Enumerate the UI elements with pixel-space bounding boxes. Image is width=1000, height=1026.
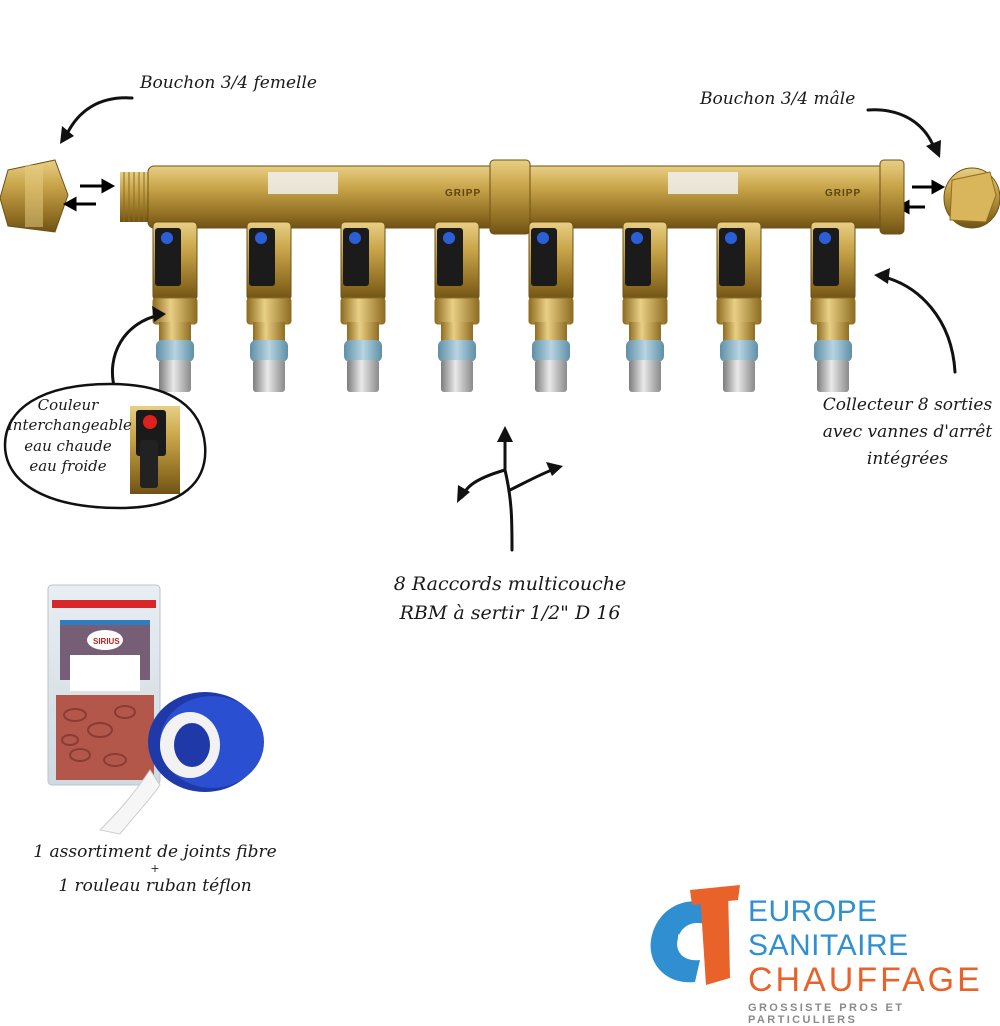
brand-subname: CHAUFFAGE (748, 961, 983, 999)
valve-handle-icon (437, 228, 463, 286)
brand-block: EUROPE SANITAIRE CHAUFFAGE GROSSISTE PRO… (748, 895, 1000, 1026)
label-color-line: eau chaude (24, 436, 112, 455)
arrow-icon (62, 178, 946, 215)
teflon-roll (98, 692, 264, 835)
fork-arrow-icon (460, 428, 559, 552)
female-cap (0, 159, 69, 233)
brand-name: EUROPE SANITAIRE (748, 895, 909, 962)
outlet-8 (810, 221, 856, 392)
label-color-callout: Couleur interchangeable eau chaude eau f… (8, 395, 132, 476)
valve-handle-icon (531, 228, 557, 286)
arrow-to-female-cap-icon (64, 96, 134, 138)
label-collector-line: avec vannes d'arrêt (822, 422, 993, 443)
label-collector-line: intégrées (866, 449, 949, 470)
outlet-group (152, 221, 856, 392)
valve-handle-icon (155, 228, 181, 286)
bag-brand-logo: SIRIUS (93, 637, 120, 646)
valve-handle-icon (719, 228, 745, 286)
label-color-line: eau froide (29, 456, 107, 475)
label-kit-plus: + (150, 862, 160, 876)
label-fittings-line: 8 Raccords multicouche (393, 573, 627, 595)
valve-handle-icon (343, 228, 369, 286)
arrow-to-valve-icon (110, 313, 162, 392)
product-scene: GRIPP GRIPP SIRIUS (0, 96, 1000, 985)
label-kit-line: 1 assortiment de joints fibre (33, 842, 277, 862)
label-collector: Collecteur 8 sorties avec vannes d'arrêt… (815, 392, 1000, 474)
label-kit-line: 1 rouleau ruban téflon (58, 875, 252, 896)
valve-closeup (130, 406, 180, 494)
label-color-line: Couleur (37, 396, 99, 414)
outlet-1 (152, 221, 198, 392)
male-cap (943, 167, 1000, 229)
arrow-to-collector-icon (878, 274, 957, 374)
valve-handle-icon (813, 228, 839, 286)
outlet-4 (434, 221, 480, 392)
label-color-line: interchangeable (8, 416, 132, 435)
outlet-6 (622, 221, 668, 392)
brand-mark-right: GRIPP (825, 188, 861, 199)
brand-logo-icon (650, 885, 740, 985)
outlet-3 (340, 221, 386, 392)
outlet-5 (528, 221, 574, 392)
brand-mark-left: GRIPP (445, 188, 481, 199)
valve-handle-icon (625, 228, 651, 286)
label-fittings: 8 Raccords multicouche RBM à sertir 1/2"… (385, 570, 635, 627)
label-female-cap: Bouchon 3/4 femelle (140, 73, 317, 93)
label-collector-line: Collecteur 8 sorties (822, 395, 993, 415)
washer-bag: SIRIUS (47, 584, 161, 786)
label-fittings-line: RBM à sertir 1/2" D 16 (399, 601, 621, 624)
arrow-to-male-cap-icon (866, 108, 937, 152)
outlet-2 (246, 221, 292, 392)
label-male-cap: Bouchon 3/4 mâle (700, 89, 856, 109)
label-kit: 1 assortiment de joints fibre + 1 roulea… (15, 842, 295, 896)
manifold-bar: GRIPP GRIPP (120, 159, 905, 235)
outlet-7 (716, 221, 762, 392)
brand-tagline: GROSSISTE PROS ET PARTICULIERS (748, 1002, 905, 1026)
valve-handle-icon (249, 228, 275, 286)
